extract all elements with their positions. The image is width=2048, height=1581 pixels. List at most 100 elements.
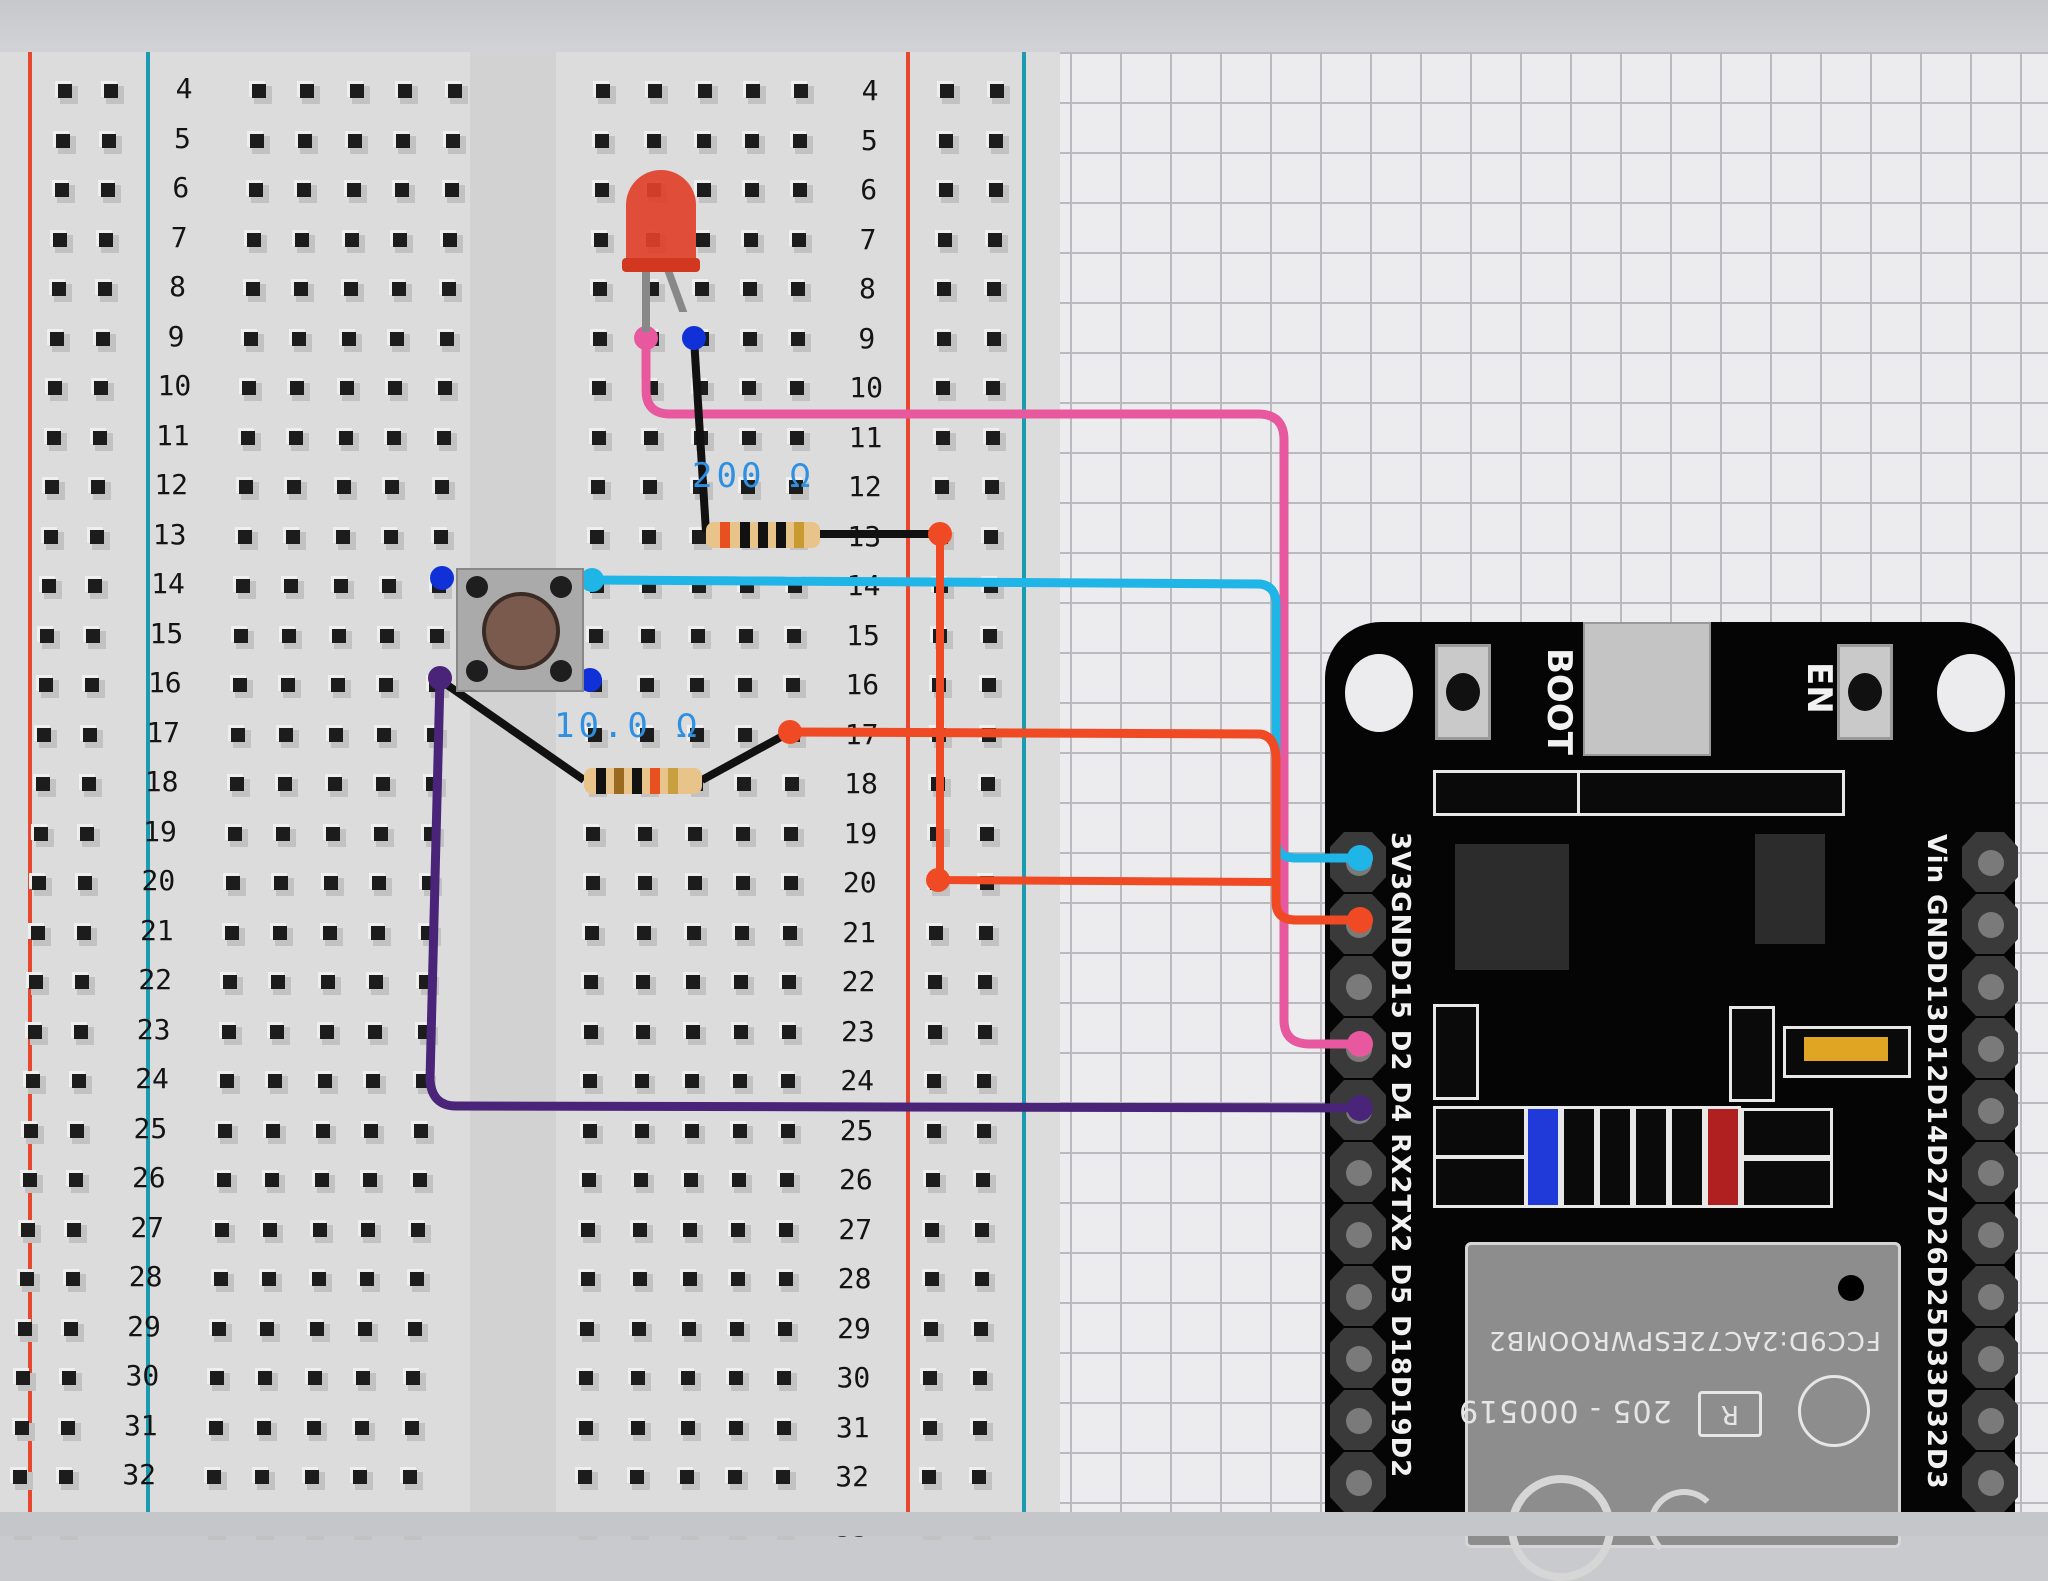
breadboard-hole[interactable] xyxy=(30,925,45,940)
breadboard-hole[interactable] xyxy=(972,1470,987,1484)
breadboard-hole[interactable] xyxy=(247,232,262,247)
esp32-pin-right-d33[interactable] xyxy=(1962,1328,2018,1388)
breadboard-hole[interactable] xyxy=(73,1024,88,1039)
breadboard-hole[interactable] xyxy=(686,975,701,989)
breadboard-hole[interactable] xyxy=(979,925,994,940)
breadboard-hole[interactable] xyxy=(224,925,239,940)
breadboard-hole[interactable] xyxy=(583,1074,598,1088)
breadboard-hole[interactable] xyxy=(742,381,757,395)
breadboard-hole[interactable] xyxy=(779,1222,794,1237)
breadboard-hole[interactable] xyxy=(630,1420,645,1435)
breadboard-hole[interactable] xyxy=(314,1173,329,1187)
breadboard-hole[interactable] xyxy=(783,876,798,890)
esp32-pin-right-gnd[interactable] xyxy=(1962,894,2018,954)
breadboard-hole[interactable] xyxy=(35,777,50,791)
breadboard-hole[interactable] xyxy=(50,331,64,346)
breadboard-hole[interactable] xyxy=(682,1321,696,1336)
breadboard-hole[interactable] xyxy=(409,1272,424,1286)
wire-endpoint-gnd[interactable] xyxy=(928,522,952,546)
breadboard-hole[interactable] xyxy=(648,84,662,98)
breadboard-hole[interactable] xyxy=(783,925,798,940)
breadboard-hole[interactable] xyxy=(266,1123,281,1138)
pin-d4-endpoint[interactable] xyxy=(1347,1095,1373,1121)
breadboard-hole[interactable] xyxy=(986,381,1001,395)
breadboard-hole[interactable] xyxy=(778,1321,792,1336)
breadboard-hole[interactable] xyxy=(986,331,1001,346)
breadboard-hole[interactable] xyxy=(343,282,358,296)
breadboard-hole[interactable] xyxy=(354,1420,369,1435)
breadboard-hole[interactable] xyxy=(404,1420,419,1435)
breadboard-hole[interactable] xyxy=(321,975,336,989)
breadboard-hole[interactable] xyxy=(319,1024,334,1039)
breadboard-hole[interactable] xyxy=(375,777,390,791)
breadboard-hole[interactable] xyxy=(310,1321,324,1336)
breadboard-hole[interactable] xyxy=(226,876,241,890)
esp32-devkit-board[interactable]: BOOT EN 3V3GNDD15 D2 D4 RX2TX2 D5 D18D19… xyxy=(1325,622,2015,1581)
breadboard-hole[interactable] xyxy=(46,430,61,445)
breadboard-hole[interactable] xyxy=(630,1470,645,1484)
breadboard-hole[interactable] xyxy=(984,529,999,544)
wire-btn-res[interactable] xyxy=(437,676,587,784)
breadboard-hole[interactable] xyxy=(682,1272,697,1286)
breadboard-hole[interactable] xyxy=(100,183,115,197)
breadboard-hole[interactable] xyxy=(229,777,244,791)
breadboard-hole[interactable] xyxy=(731,1173,746,1187)
breadboard-hole[interactable] xyxy=(221,1024,236,1039)
breadboard-hole[interactable] xyxy=(65,1272,80,1286)
wire-endpoint-d4-start[interactable] xyxy=(428,666,452,690)
breadboard-hole[interactable] xyxy=(591,430,606,445)
breadboard-hole[interactable] xyxy=(743,282,758,296)
breadboard-hole[interactable] xyxy=(692,529,707,544)
breadboard-hole[interactable] xyxy=(332,628,347,643)
breadboard-hole[interactable] xyxy=(647,133,662,148)
breadboard-hole[interactable] xyxy=(408,1321,422,1336)
breadboard-hole[interactable] xyxy=(380,628,395,643)
breadboard-hole[interactable] xyxy=(586,826,601,841)
breadboard-hole[interactable] xyxy=(925,1173,940,1187)
esp32-pin-left-d18[interactable] xyxy=(1330,1328,1386,1388)
breadboard-hole[interactable] xyxy=(578,1420,593,1435)
breadboard-hole[interactable] xyxy=(258,1371,273,1385)
breadboard-hole[interactable] xyxy=(240,430,255,445)
breadboard-hole[interactable] xyxy=(782,975,797,989)
esp32-pin-right-d14[interactable] xyxy=(1962,1080,2018,1140)
breadboard-hole[interactable] xyxy=(789,430,804,445)
breadboard-hole[interactable] xyxy=(987,282,1002,296)
breadboard-hole[interactable] xyxy=(284,579,298,593)
breadboard-hole[interactable] xyxy=(277,777,292,791)
breadboard-hole[interactable] xyxy=(27,1024,42,1039)
breadboard-hole[interactable] xyxy=(306,1420,321,1435)
breadboard-hole[interactable] xyxy=(695,282,710,296)
breadboard-hole[interactable] xyxy=(84,678,99,692)
breadboard-hole[interactable] xyxy=(922,1420,937,1435)
breadboard-hole[interactable] xyxy=(269,1024,284,1039)
breadboard-hole[interactable] xyxy=(280,678,295,692)
esp32-pin-right-d32[interactable] xyxy=(1962,1390,2018,1450)
breadboard-hole[interactable] xyxy=(583,1024,598,1039)
breadboard-hole[interactable] xyxy=(210,1371,225,1385)
breadboard-hole[interactable] xyxy=(786,678,801,692)
breadboard-hole[interactable] xyxy=(255,1470,270,1484)
breadboard-hole[interactable] xyxy=(398,84,412,98)
breadboard-hole[interactable] xyxy=(685,1074,700,1088)
esp32-pin-left-tx2[interactable] xyxy=(1330,1204,1386,1264)
breadboard-hole[interactable] xyxy=(776,1470,791,1484)
breadboard-hole[interactable] xyxy=(295,232,310,247)
wire-endpoint-3v3-start[interactable] xyxy=(580,568,604,592)
breadboard-hole[interactable] xyxy=(444,183,459,197)
breadboard-hole[interactable] xyxy=(78,876,93,890)
wire-endpoint-row18[interactable] xyxy=(778,720,802,744)
breadboard-hole[interactable] xyxy=(324,876,339,890)
esp32-pin-left-d5[interactable] xyxy=(1330,1266,1386,1326)
breadboard-hole[interactable] xyxy=(938,183,953,197)
breadboard-hole[interactable] xyxy=(358,1321,372,1336)
breadboard-hole[interactable] xyxy=(396,133,411,148)
breadboard-hole[interactable] xyxy=(636,975,651,989)
breadboard-hole[interactable] xyxy=(48,381,63,395)
breadboard-hole[interactable] xyxy=(587,727,602,742)
breadboard-hole[interactable] xyxy=(581,1222,596,1237)
breadboard-hole[interactable] xyxy=(382,579,396,593)
breadboard-hole[interactable] xyxy=(213,1272,228,1286)
breadboard-hole[interactable] xyxy=(223,975,238,989)
breadboard-hole[interactable] xyxy=(982,678,997,692)
